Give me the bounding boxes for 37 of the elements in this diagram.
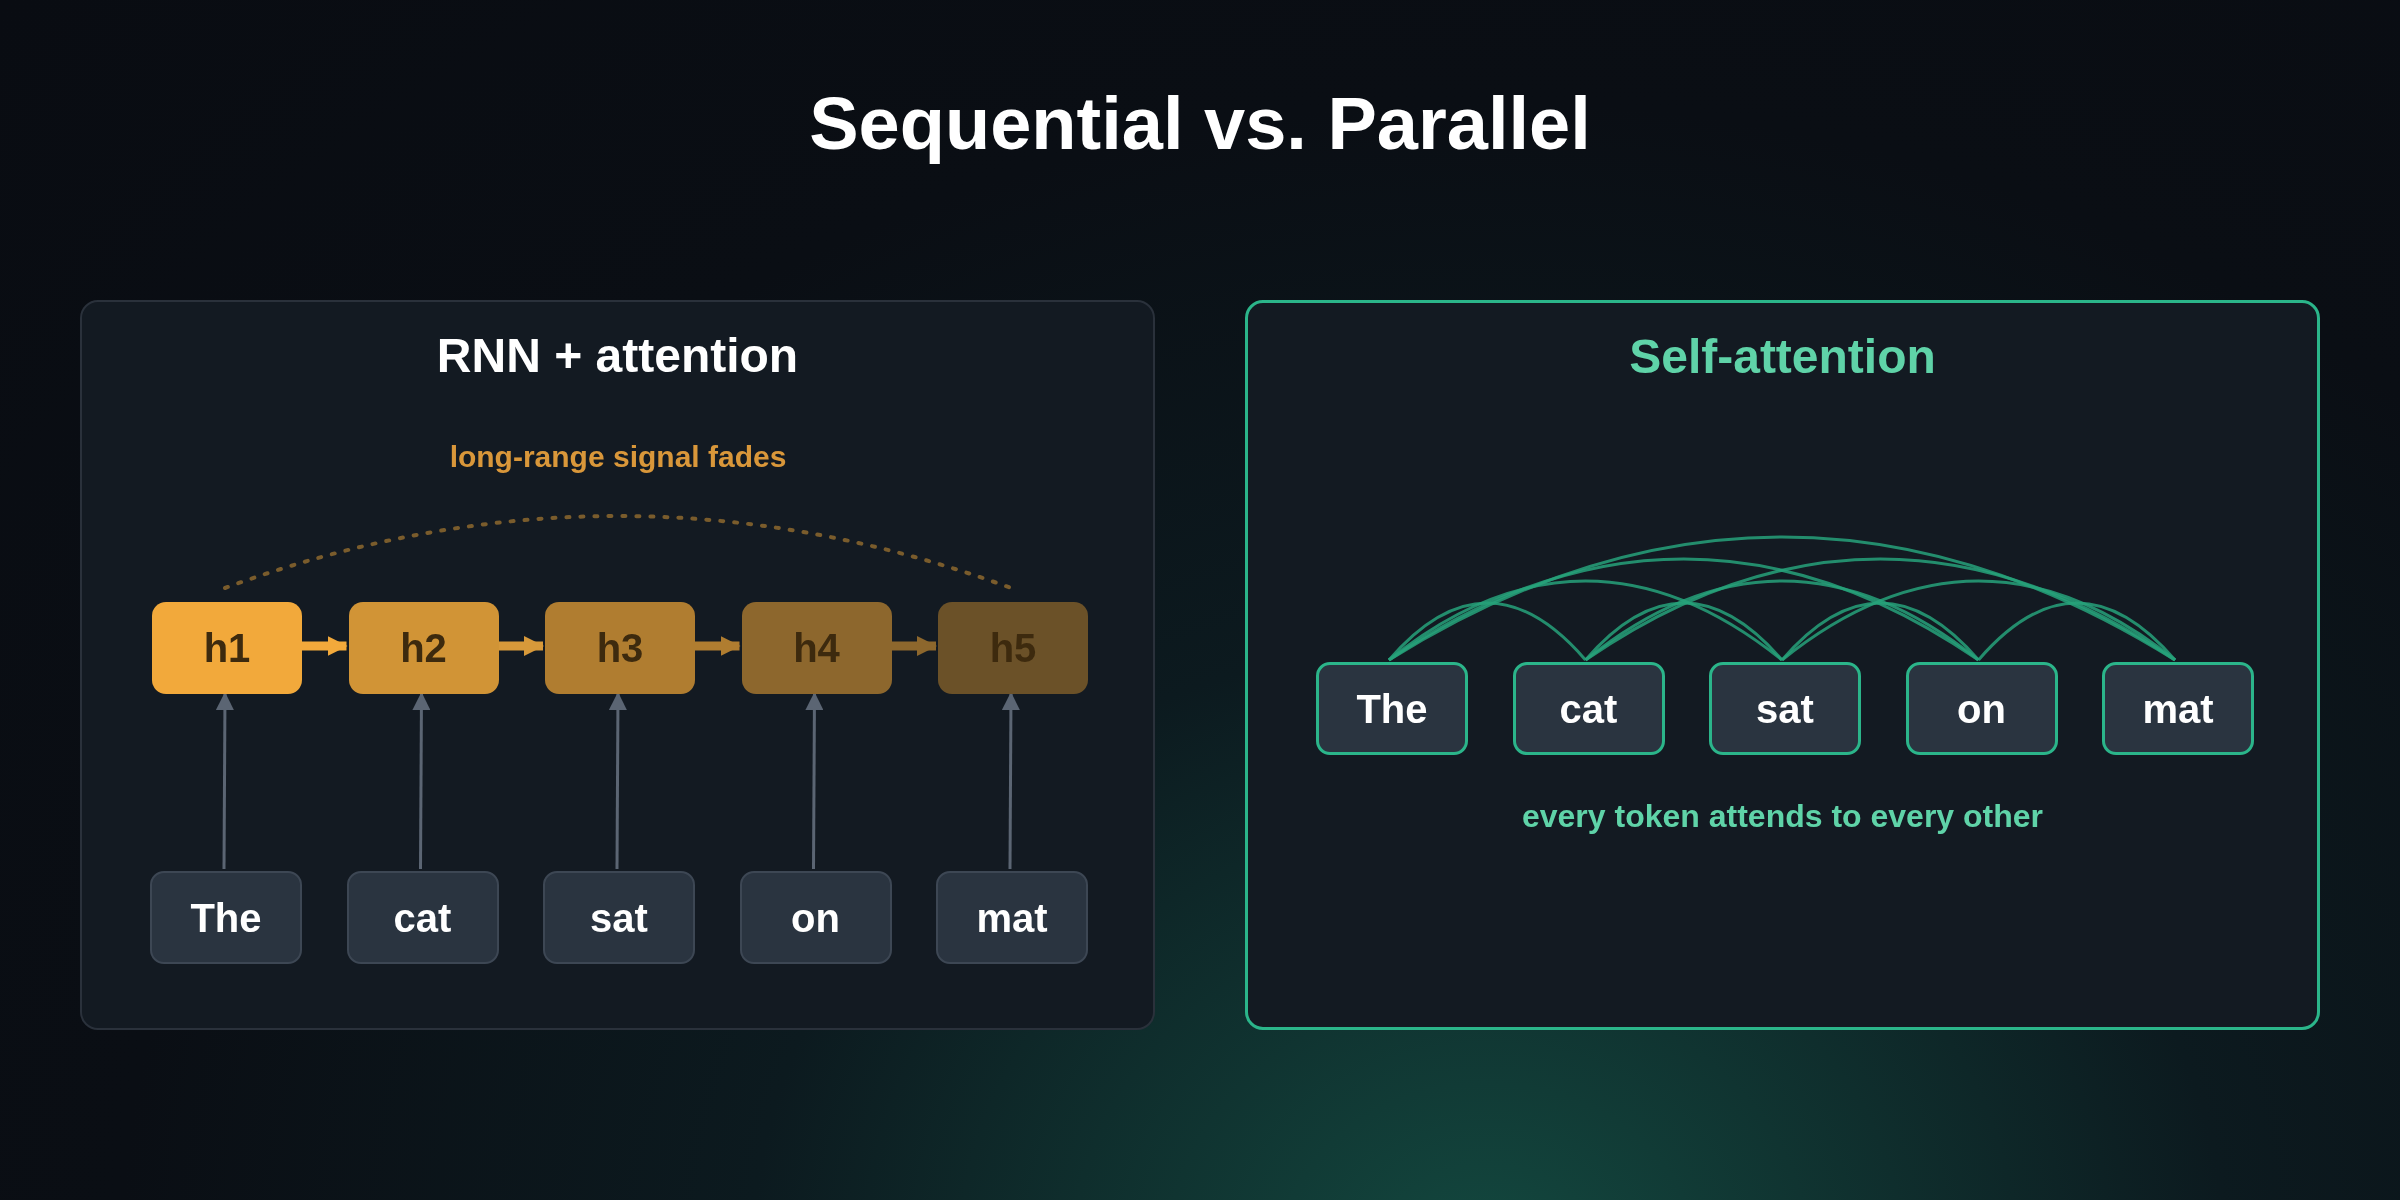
hidden-state-box: h2 [348,602,499,694]
connector-arc [1780,601,1980,662]
token-box: mat [2102,662,2254,755]
arrow [693,636,741,656]
connector-arc [1977,601,2177,662]
connector-arc [1388,579,1783,662]
connector-arc [1781,579,2176,662]
arrow [608,692,627,869]
arrow [412,692,431,869]
panel-heading: Self-attention [1628,329,1937,385]
dotted-arc [223,514,1013,590]
title: Sequential vs. Parallel [808,81,1592,167]
caption: every token attends to every other [1521,797,2044,836]
token-box: The [150,871,302,964]
panel [1245,300,2320,1030]
hidden-state-box: h4 [741,602,892,694]
token-box: The [1316,662,1468,755]
edge-label: long-range signal fades [449,438,787,475]
arrow [889,636,937,656]
token-box: cat [346,871,499,964]
token-box: cat [1512,662,1665,755]
arrow [805,692,824,869]
arrow [300,636,348,656]
token-box: mat [936,871,1088,964]
token-box: sat [1709,662,1861,755]
token-box: sat [543,871,695,964]
token-box: on [1905,662,2058,755]
token-box: on [739,871,892,964]
arrow [496,636,544,656]
panel-heading: RNN + attention [435,328,800,384]
arrow [215,692,234,869]
arrow [1001,692,1020,869]
hidden-state-box: h3 [545,602,695,694]
connector-arc [1584,601,1784,662]
hidden-state-box: h1 [152,602,302,694]
panel [80,300,1155,1030]
connector-arc [1387,601,1587,662]
